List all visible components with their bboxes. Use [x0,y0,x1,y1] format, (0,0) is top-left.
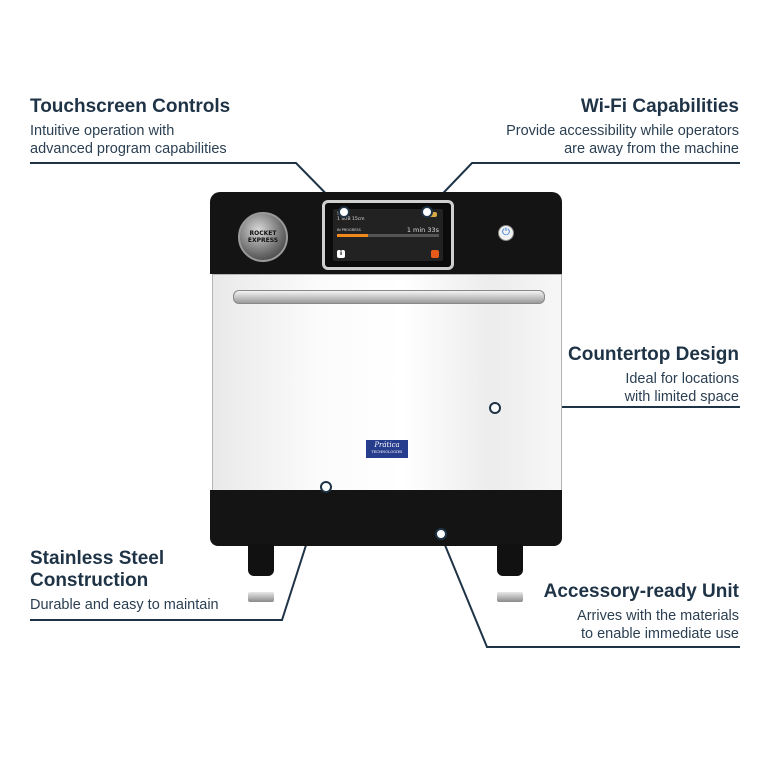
description-line: advanced program capabilities [30,141,227,157]
callout-description: Ideal for locations with limited space [568,370,739,406]
description-line: Intuitive operation with [30,123,175,139]
stop-icon[interactable] [431,250,439,258]
oven-control-panel: ROCKET EXPRESS SUBS 1 SUB 15cm IN PROGRE… [210,192,562,274]
title-line: Stainless Steel [30,548,165,569]
callout-title: Touchscreen Controls [30,96,231,117]
brand-name: Prática [374,441,400,449]
power-icon[interactable]: ⏻ [498,225,514,241]
description-line: are away from the machine [564,141,739,157]
wifi-dot [421,206,433,218]
oven-leg [497,544,523,576]
stainless-dot [320,481,332,493]
brand-subtitle: TECHNOLOGIES [371,450,403,454]
cook-time: 1 min 33s [406,226,439,234]
screen-title-line: 1 SUB 15cm [337,217,365,222]
callout-description: Durable and easy to maintain [30,597,219,613]
logo-text: EXPRESS [247,237,279,244]
description-line: Ideal for locations [625,371,739,387]
callout-touchscreen: Touchscreen Controls Intuitive operation… [30,96,230,158]
pratica-brand-badge: Prática TECHNOLOGIES [366,440,408,458]
callout-title: Wi-Fi Capabilities [580,96,739,117]
description-line: Provide accessibility while operators [506,123,739,139]
progress-label: IN PROGRESS [337,228,361,232]
callout-title: Accessory-ready Unit [543,581,739,602]
callout-title: Stainless Steel Construction [30,548,219,592]
progress-fill [337,234,368,237]
description-line: to enable immediate use [581,626,739,642]
door-handle[interactable] [233,290,545,304]
title-line: Construction [30,570,149,591]
countertop-dot [489,402,501,414]
oven-door: Prática TECHNOLOGIES [212,274,562,492]
rocket-express-logo: ROCKET EXPRESS [238,212,288,262]
oven-leg [248,544,274,576]
accessory-leader [439,532,740,648]
accessory-dot [435,528,447,540]
oven-foot [497,592,523,602]
callout-description: Provide accessibility while operators ar… [506,122,739,158]
callout-description: Arrives with the materials to enable imm… [544,607,739,643]
callout-description: Intuitive operation with advanced progra… [30,122,230,158]
callout-stainless: Stainless Steel Construction Durable and… [30,548,219,614]
oven-base [210,490,562,546]
callout-accessory: Accessory-ready Unit Arrives with the ma… [544,581,739,643]
info-icon[interactable]: i [337,250,345,258]
callout-countertop: Countertop Design Ideal for locations wi… [568,344,739,406]
oven-foot [248,592,274,602]
description-line: with limited space [624,389,739,405]
description-line: Arrives with the materials [577,608,739,624]
progress-bar [337,234,439,237]
logo-text: ROCKET [249,230,277,237]
touchscreen-dot [338,206,350,218]
callout-wifi: Wi-Fi Capabilities Provide accessibility… [506,96,739,158]
callout-title: Countertop Design [568,344,739,365]
